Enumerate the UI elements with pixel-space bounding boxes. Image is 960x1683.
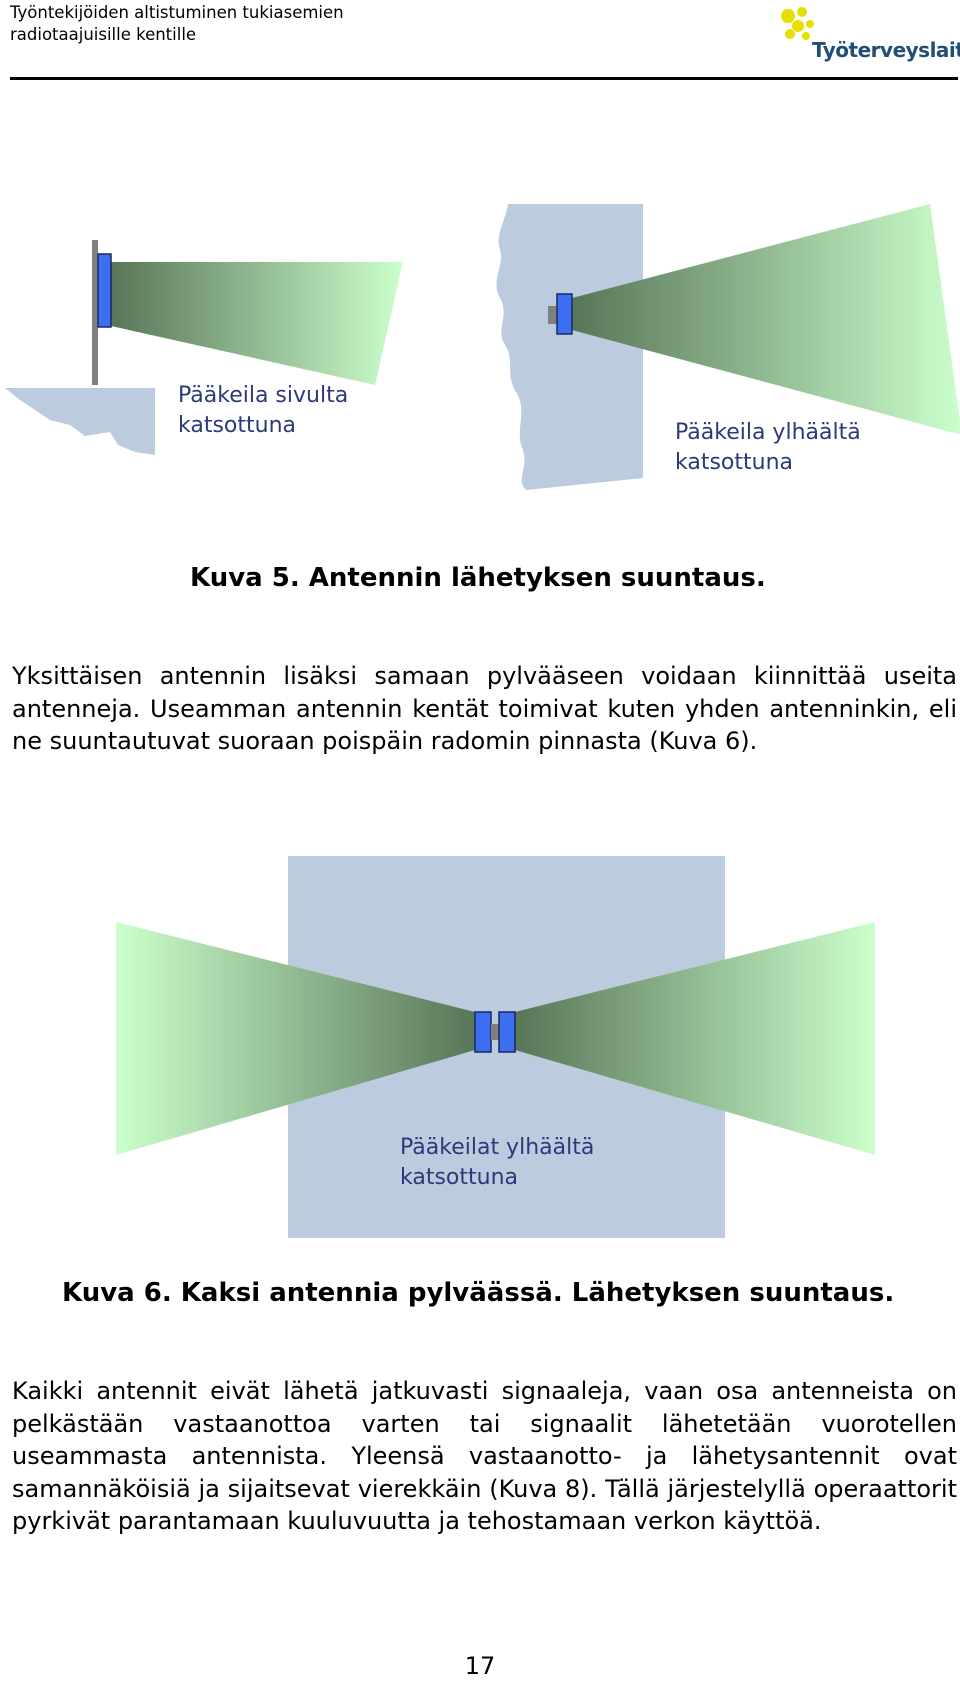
antenna-panel-top <box>556 293 573 335</box>
ground-shape <box>5 388 155 455</box>
header-rule <box>10 77 958 80</box>
header-title-line2: radiotaajuisille kentille <box>10 25 197 44</box>
antenna-mount-center <box>491 1024 499 1040</box>
figure6-label: Pääkeilat ylhäältä katsottuna <box>400 1133 594 1193</box>
header-title-line1: Työntekijöiden altistuminen tukiasemien <box>10 3 344 22</box>
beam-left <box>116 922 475 1155</box>
figure6-caption: Kuva 6. Kaksi antennia pylväässä. Lähety… <box>62 1278 895 1308</box>
figure5-caption: Kuva 5. Antennin lähetyksen suuntaus. <box>190 563 766 593</box>
figure5-top-view <box>496 204 960 490</box>
logo-wordmark: Työterveyslaitos <box>812 38 960 62</box>
figure6-graphic <box>116 856 875 1238</box>
figure5-label-top-line1: Pääkeila ylhäältä <box>675 420 861 445</box>
figure5-side-view <box>5 240 403 455</box>
figure5-label-top: Pääkeila ylhäältä katsottuna <box>675 418 861 478</box>
antenna-panel-side <box>97 253 112 328</box>
paragraph-2: Kaikki antennit eivät lähetä jatkuvasti … <box>12 1377 957 1535</box>
antenna-panel-right <box>498 1011 516 1053</box>
document-header-title: Työntekijöiden altistuminen tukiasemien … <box>10 2 344 46</box>
beam-right <box>515 922 875 1155</box>
figure5-label-top-line2: katsottuna <box>675 450 794 475</box>
figure5-label-side: Pääkeila sivulta katsottuna <box>178 381 348 441</box>
figure6-label-line2: katsottuna <box>400 1165 519 1190</box>
paragraph-1: Yksittäisen antennin lisäksi samaan pylv… <box>12 662 957 755</box>
institute-logo-icon <box>781 7 814 40</box>
beam-side <box>111 262 403 385</box>
building-top-view <box>496 204 643 490</box>
figure5-label-side-line2: katsottuna <box>178 413 297 438</box>
antenna-mount-top <box>548 306 558 324</box>
antenna-mast <box>92 240 98 385</box>
figure6-label-line1: Pääkeilat ylhäältä <box>400 1135 595 1160</box>
antenna-panel-left <box>474 1011 492 1053</box>
beam-top <box>572 204 960 435</box>
page-number: 17 <box>464 1652 496 1680</box>
figure5-label-side-line1: Pääkeila sivulta <box>178 383 349 408</box>
